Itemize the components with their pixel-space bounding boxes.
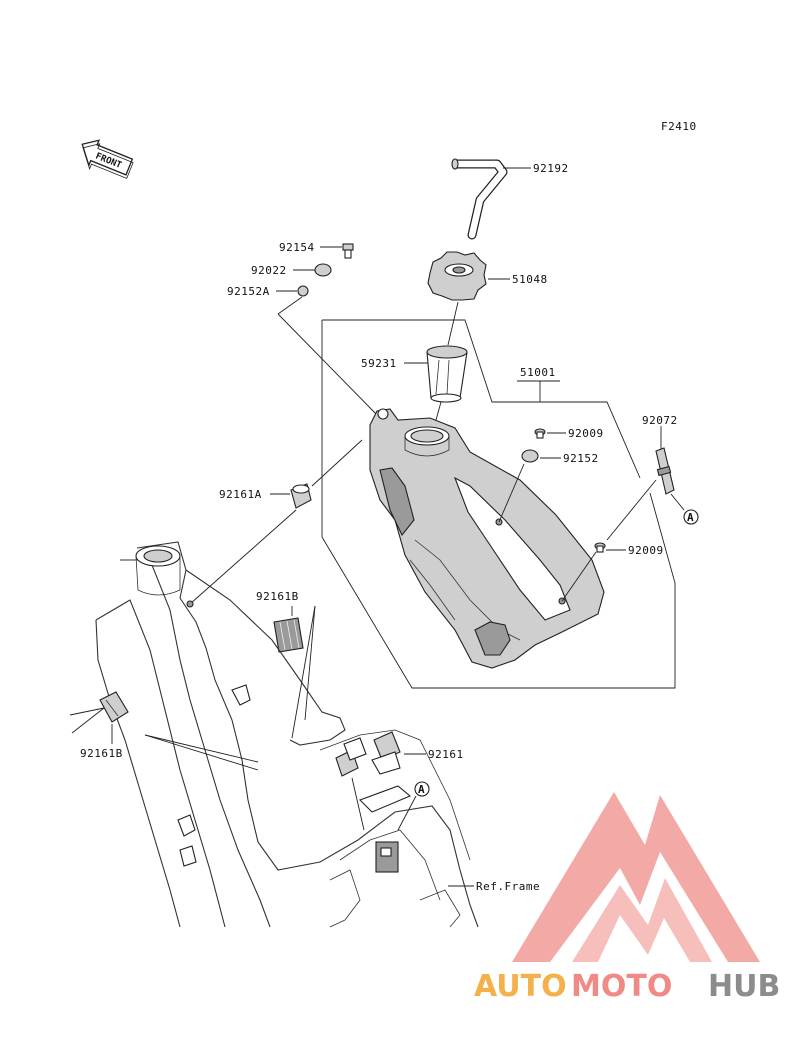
label-92192: 92192 xyxy=(533,162,569,175)
label-92152: 92152 xyxy=(563,452,599,465)
label-92161B-left: 92161B xyxy=(80,747,123,760)
label-92154: 92154 xyxy=(279,241,315,254)
label-92161A: 92161A xyxy=(219,488,262,501)
label-92009-bottom: 92009 xyxy=(628,544,664,557)
watermark-auto: AUTO xyxy=(474,969,567,1004)
label-92161B-top: 92161B xyxy=(256,590,299,603)
breather-hose xyxy=(451,158,508,240)
label-92152A: 92152A xyxy=(227,285,270,298)
label-92072: 92072 xyxy=(642,414,678,427)
collar-92152 xyxy=(521,449,539,463)
fuel-filter-59231 xyxy=(426,345,468,403)
fuel-tank-51001 xyxy=(369,408,605,669)
callout-a-bottom-label: A xyxy=(418,783,425,796)
damper-92161 xyxy=(335,731,401,777)
label-92161: 92161 xyxy=(428,748,464,761)
label-92022: 92022 xyxy=(251,264,287,277)
label-59231: 59231 xyxy=(361,357,397,370)
bolt-92154 xyxy=(342,243,354,259)
pad-92161B-left xyxy=(99,691,129,723)
screw-92009-top xyxy=(534,428,546,439)
screw-92009-bottom xyxy=(594,542,606,553)
strap-92072 xyxy=(655,447,675,495)
pad-92161B-top xyxy=(273,617,304,653)
watermark-hub: HUB xyxy=(708,969,780,1004)
label-92009-top: 92009 xyxy=(568,427,604,440)
ref-frame-label: Ref.Frame xyxy=(476,880,540,893)
front-arrow-icon: FRONT xyxy=(81,139,134,179)
callout-a-bottom xyxy=(414,781,430,797)
watermark-moto: MOTO xyxy=(571,969,672,1004)
callout-a-right-label: A xyxy=(687,511,694,524)
washer-92022 xyxy=(314,263,332,277)
damper-92161A xyxy=(290,483,312,509)
fuel-cap xyxy=(427,251,487,301)
callout-a-right xyxy=(683,509,699,525)
figure-code: F2410 xyxy=(661,120,697,133)
label-51048: 51048 xyxy=(512,273,548,286)
label-51001: 51001 xyxy=(520,366,556,379)
automotohub-logo-icon xyxy=(512,792,760,962)
motorcycle-frame xyxy=(95,541,479,928)
collar-92152A xyxy=(297,285,309,297)
